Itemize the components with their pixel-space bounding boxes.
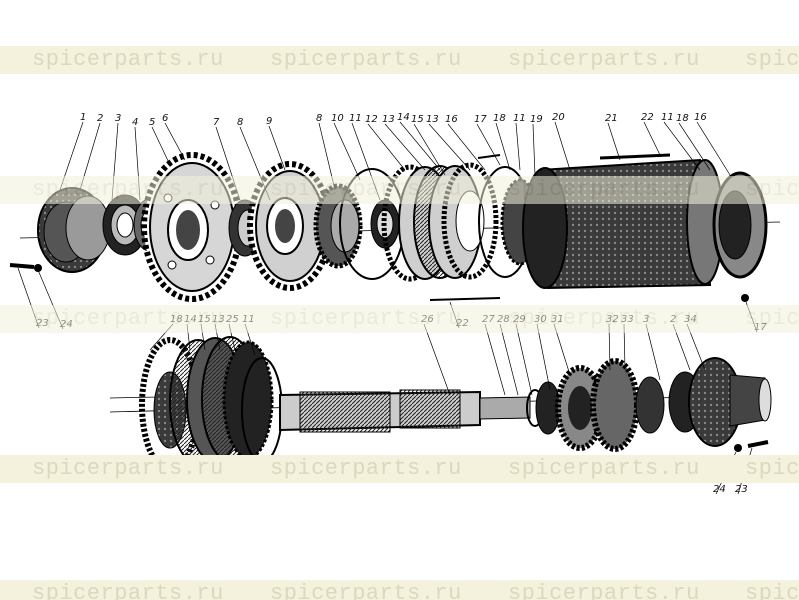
watermark-text: spicerparts.ru [270,47,462,72]
leader-line [428,123,471,171]
leader-line [399,121,441,171]
watermark-text: spicerparts.ru [508,456,700,481]
leader-line [532,123,536,176]
bolt-part [9,263,42,272]
part-number-label: 5 [149,117,155,128]
leader-line [495,122,511,171]
watermark-text: spicerparts.ru [508,47,700,72]
leader-line [484,323,506,396]
leader-line [447,123,486,171]
watermark-text: spic [745,456,799,481]
watermark-text: spic [745,177,799,202]
part-number-label: 10 [331,113,344,124]
leader-line [515,122,521,171]
part-number-label: 13 [426,114,439,125]
leader-line [607,122,621,161]
part-number-label: 9 [266,116,272,127]
part-number-label: 4 [132,117,138,128]
part-number-label: 15 [411,114,424,125]
cover-plate-part [37,187,111,273]
part-number-label: 16 [694,112,707,123]
pin-part [477,154,501,159]
leader-line [663,121,701,171]
part-number-label: 18 [676,113,689,124]
leader-line [499,323,519,396]
part-number-label: 11 [349,113,362,124]
part-number-label: 6 [162,113,168,124]
part-number-label: 7 [213,117,220,128]
watermark-text: spicerparts.ru [32,456,224,481]
leader-line [384,123,426,171]
watermark-text: spic [745,306,799,331]
watermark-band-1: spicerparts.ru spicerparts.ru spicerpart… [0,46,799,74]
watermark-text: spicerparts.ru [270,456,462,481]
part-number-label: 24 [713,484,726,495]
leader-line [367,123,406,171]
leader-line [413,123,446,176]
output-housing-part [668,357,772,447]
part-number-label: 18 [493,113,506,124]
watermark-text: spicerparts.ru [32,47,224,72]
watermark-text: spicerparts.ru [508,306,700,331]
watermark-band-2: spicerparts.ru spicerparts.ru spicerpart… [0,176,799,204]
lower-disc-pack-part [139,336,283,473]
part-number-label: 8 [316,113,322,124]
leader-line [645,323,661,381]
watermark-band-5: spicerparts.ru spicerparts.ru spicerpart… [0,580,799,600]
part-number-label: 17 [474,114,487,125]
watermark-text: spicerparts.ru [270,177,462,202]
watermark-band-4: spicerparts.ru spicerparts.ru spicerpart… [0,455,799,483]
part-number-label: 8 [237,117,243,128]
watermark-text: spicerparts.ru [508,177,700,202]
shaft-rings-part [526,381,561,435]
clutch-drum-part [522,153,724,290]
leader-line [678,122,711,171]
watermark-text: spicerparts.ru [508,581,700,600]
clutch-gear-part [313,183,363,269]
watermark-band-3: spicerparts.ru spicerparts.ru spicerpart… [0,305,799,333]
part-number-label: 11 [661,112,674,123]
part-number-label: 16 [445,114,458,125]
leader-line [423,323,451,396]
leader-line [268,125,286,171]
leader-line [696,121,731,176]
watermark-text: spicerparts.ru [32,581,224,600]
leader-line [476,123,501,166]
watermark-text: spic [745,581,799,600]
part-number-label: 11 [513,113,526,124]
leader-line [515,323,533,396]
watermark-text: spicerparts.ru [270,581,462,600]
watermark-text: spicerparts.ru [32,177,224,202]
part-number-label: 2 [97,113,103,124]
part-number-label: 19 [530,114,543,125]
leader-line [643,121,661,156]
leader-line [164,122,186,161]
leader-line [333,122,361,181]
leader-line [554,121,571,171]
part-number-label: 14 [397,112,410,123]
leader-line [151,126,171,166]
leader-line [536,323,551,391]
part-number-label: 23 [735,484,748,495]
part-number-label: 21 [605,113,618,124]
watermark-text: spicerparts.ru [32,306,224,331]
part-number-label: 22 [641,112,654,123]
main-shaft-part [279,389,531,433]
output-gear-part [590,358,665,452]
watermark-text: spicerparts.ru [270,306,462,331]
part-number-label: 1 [80,112,86,123]
part-number-label: 20 [552,112,565,123]
lower-assembly [109,336,772,473]
part-number-label: 3 [115,113,121,124]
part-number-label: 12 [365,114,378,125]
watermark-text: spic [745,47,799,72]
part-number-label: 13 [382,114,395,125]
